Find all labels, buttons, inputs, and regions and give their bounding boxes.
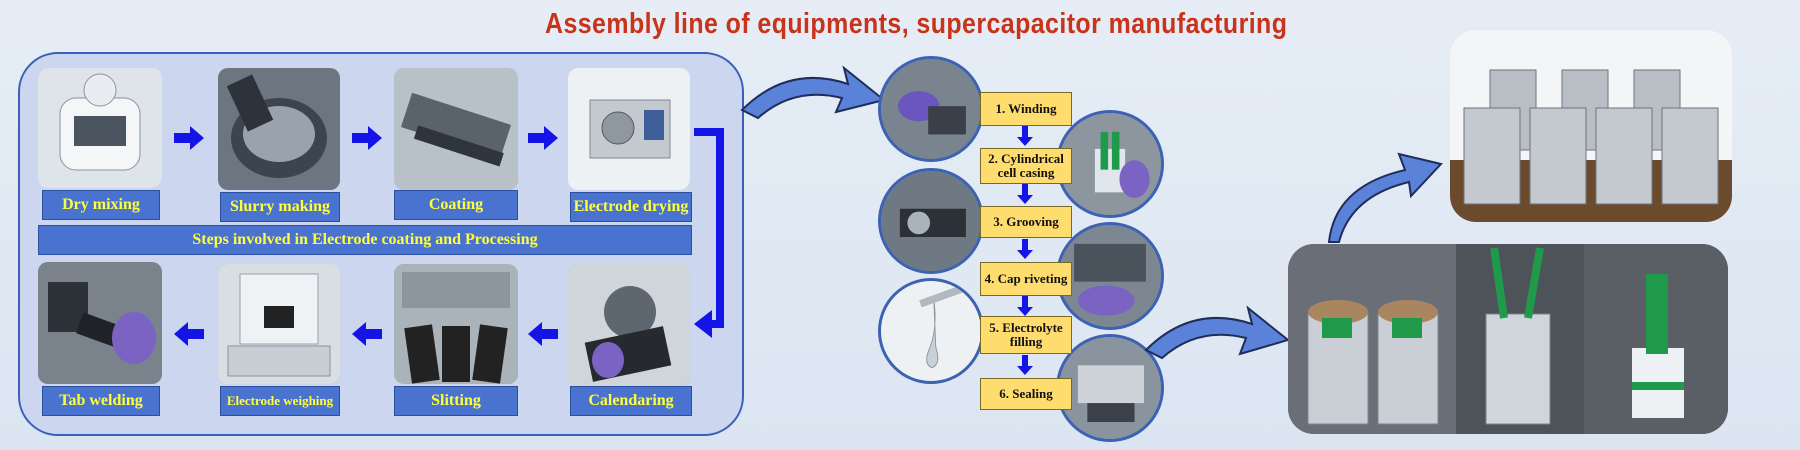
curved-arrow-icon	[740, 65, 887, 120]
tab-welding-photo	[38, 262, 162, 384]
electrode-weighing-photo	[218, 264, 340, 384]
assembled-cells-photo	[1288, 244, 1728, 434]
left-arrow-icon	[174, 322, 204, 346]
calendaring-label: Calendaring	[570, 386, 692, 416]
calendaring-photo	[568, 264, 690, 386]
step-grooving: 3. Grooving	[980, 206, 1072, 238]
left-arrow-icon	[528, 322, 558, 346]
down-arrow-icon	[1017, 296, 1033, 316]
step-sealing: 6. Sealing	[980, 378, 1072, 410]
step-cap-riveting: 4. Cap riveting	[980, 262, 1072, 296]
right-arrow-icon	[352, 126, 382, 150]
page-title: Assembly line of equipments, supercapaci…	[545, 8, 1288, 40]
cell-casing-photo	[1056, 110, 1164, 218]
turn-arrow-icon	[694, 128, 724, 338]
down-arrow-icon	[1017, 184, 1033, 204]
dry-mixing-photo	[38, 68, 162, 188]
curved-arrow-icon	[1144, 305, 1291, 360]
left-arrow-icon	[352, 322, 382, 346]
right-arrow-icon	[174, 126, 204, 150]
cap-riveting-photo	[1056, 222, 1164, 330]
electrolyte-filling-photo	[878, 278, 984, 384]
step-electrolyte-filling: 5. Electrolyte filling	[980, 316, 1072, 354]
slitting-label: Slitting	[394, 386, 518, 416]
slitting-photo	[394, 264, 518, 384]
slurry-making-label: Slurry making	[220, 192, 340, 222]
dry-mixing-label: Dry mixing	[42, 190, 160, 220]
grooving-photo	[878, 168, 984, 274]
down-arrow-icon	[1017, 126, 1033, 146]
electrode-drying-label: Electrode drying	[570, 192, 692, 222]
slurry-making-photo	[218, 68, 340, 190]
electrode-weighing-label: Electrode weighing	[220, 386, 340, 416]
finished-capacitors-photo	[1450, 30, 1732, 222]
sealing-photo	[1056, 334, 1164, 442]
down-arrow-icon	[1017, 239, 1033, 259]
curved-arrow-icon	[1327, 152, 1443, 243]
down-arrow-icon	[1017, 355, 1033, 375]
coating-label: Coating	[394, 190, 518, 220]
right-arrow-icon	[528, 126, 558, 150]
tab-welding-label: Tab welding	[42, 386, 160, 416]
electrode-steps-bar: Steps involved in Electrode coating and …	[38, 225, 692, 255]
electrode-drying-photo	[568, 68, 690, 190]
winding-photo	[878, 56, 984, 162]
coating-photo	[394, 68, 518, 190]
step-cell-casing: 2. Cylindrical cell casing	[980, 148, 1072, 184]
step-winding: 1. Winding	[980, 92, 1072, 126]
